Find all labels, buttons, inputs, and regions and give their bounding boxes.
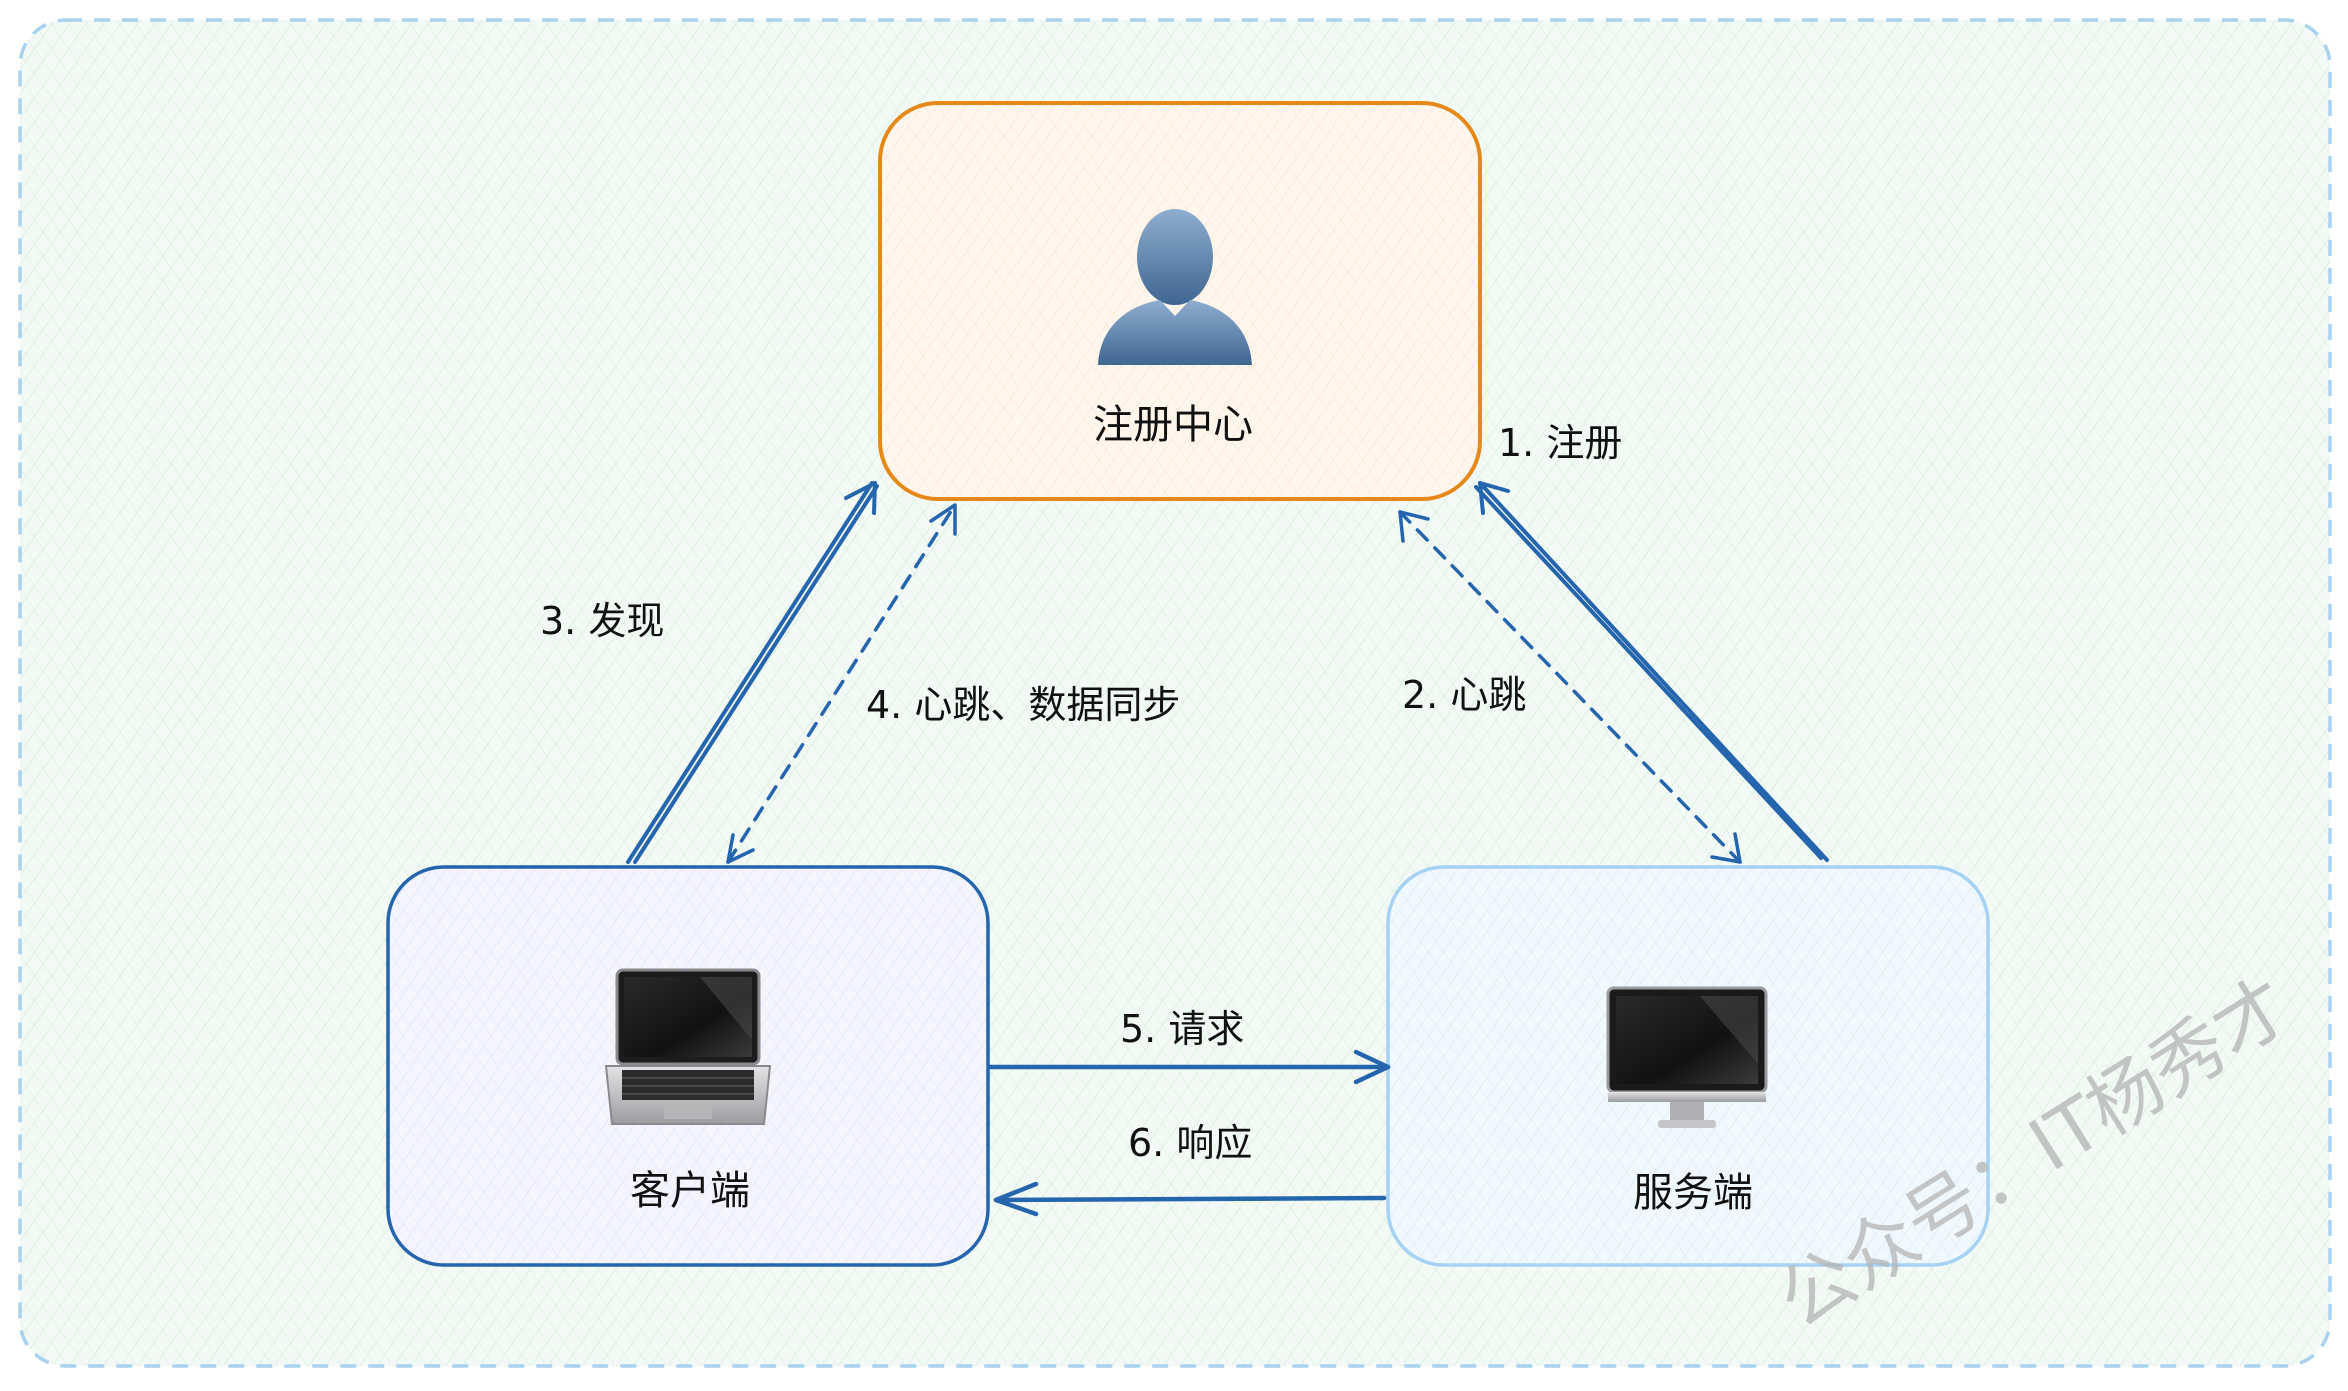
edge-response-label: 6. 响应 bbox=[1128, 1121, 1252, 1165]
client-label: 客户端 bbox=[630, 1168, 750, 1214]
client-node[interactable]: 客户端 bbox=[386, 865, 990, 1267]
edge-response bbox=[993, 1181, 1387, 1217]
user-silhouette-icon bbox=[1098, 209, 1252, 365]
edge-heartbeat-label: 2. 心跳 bbox=[1402, 673, 1526, 717]
registry-label: 注册中心 bbox=[1093, 402, 1253, 448]
edge-request-label: 5. 请求 bbox=[1120, 1007, 1244, 1051]
edge-heartbeat bbox=[1398, 510, 1742, 864]
edge-discover-label: 3. 发现 bbox=[540, 599, 664, 643]
edge-discover bbox=[626, 481, 879, 864]
edge-register-label: 1. 注册 bbox=[1498, 421, 1622, 465]
server-node[interactable]: 服务端 bbox=[1386, 865, 1990, 1267]
desktop-monitor-icon bbox=[1606, 986, 1768, 1128]
laptop-icon bbox=[604, 968, 772, 1125]
edge-request bbox=[987, 1049, 1391, 1085]
registry-node[interactable]: 注册中心 bbox=[878, 101, 1482, 501]
edge-register bbox=[1474, 481, 1829, 862]
edge-heartbeat-sync-label: 4. 心跳、数据同步 bbox=[866, 683, 1180, 727]
server-label: 服务端 bbox=[1633, 1170, 1753, 1216]
edge-heartbeat-sync bbox=[726, 503, 957, 864]
